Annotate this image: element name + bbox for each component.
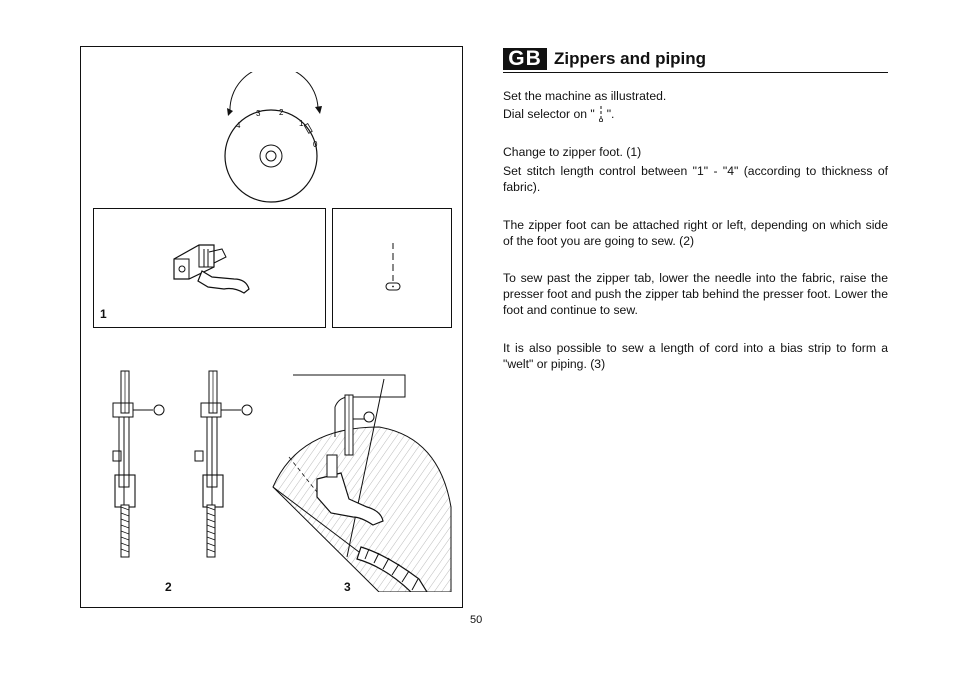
figure-label-1: 1 bbox=[100, 307, 107, 321]
zipper-foot-positions-figure bbox=[112, 370, 253, 558]
paragraph-dial-selector: Dial selector on " ". bbox=[503, 106, 888, 122]
stitch-pattern-figure bbox=[332, 208, 452, 328]
section-header: GB Zippers and piping bbox=[503, 46, 888, 73]
paragraph-attach-foot: The zipper foot can be attached right or… bbox=[503, 218, 888, 248]
dial-selector-text-end: ". bbox=[606, 107, 615, 121]
stitch-length-dial-icon: 4 3 2 1 0 bbox=[218, 65, 328, 217]
dial-mark-1: 1 bbox=[299, 119, 304, 128]
piping-figure bbox=[272, 374, 452, 592]
dial-mark-4: 4 bbox=[236, 121, 241, 130]
page-number: 50 bbox=[470, 614, 483, 626]
language-badge: GB bbox=[503, 48, 547, 70]
paragraph-stitch-length: Set stitch length control between "1" - … bbox=[503, 164, 888, 194]
paragraph-change-foot: Change to zipper foot. (1) bbox=[503, 145, 642, 159]
dial-mark-3: 3 bbox=[256, 109, 261, 118]
zipper-foot-figure: 1 bbox=[93, 208, 326, 328]
page-title: Zippers and piping bbox=[554, 49, 707, 68]
paragraph-piping: It is also possible to sew a length of c… bbox=[503, 341, 888, 371]
instructions-column: GB Zippers and piping Set the machine as… bbox=[503, 46, 888, 371]
paragraph-set-machine: Set the machine as illustrated. bbox=[503, 89, 667, 103]
figure-label-2: 2 bbox=[165, 580, 172, 594]
straight-stitch-icon bbox=[598, 106, 603, 122]
paragraph-zipper-tab: To sew past the zipper tab, lower the ne… bbox=[503, 271, 888, 317]
illustration-panel: 4 3 2 1 0 1 bbox=[80, 46, 463, 608]
dial-mark-2: 2 bbox=[279, 108, 284, 117]
figure-label-3: 3 bbox=[344, 580, 351, 594]
dial-selector-text-start: Dial selector on " bbox=[503, 107, 595, 121]
